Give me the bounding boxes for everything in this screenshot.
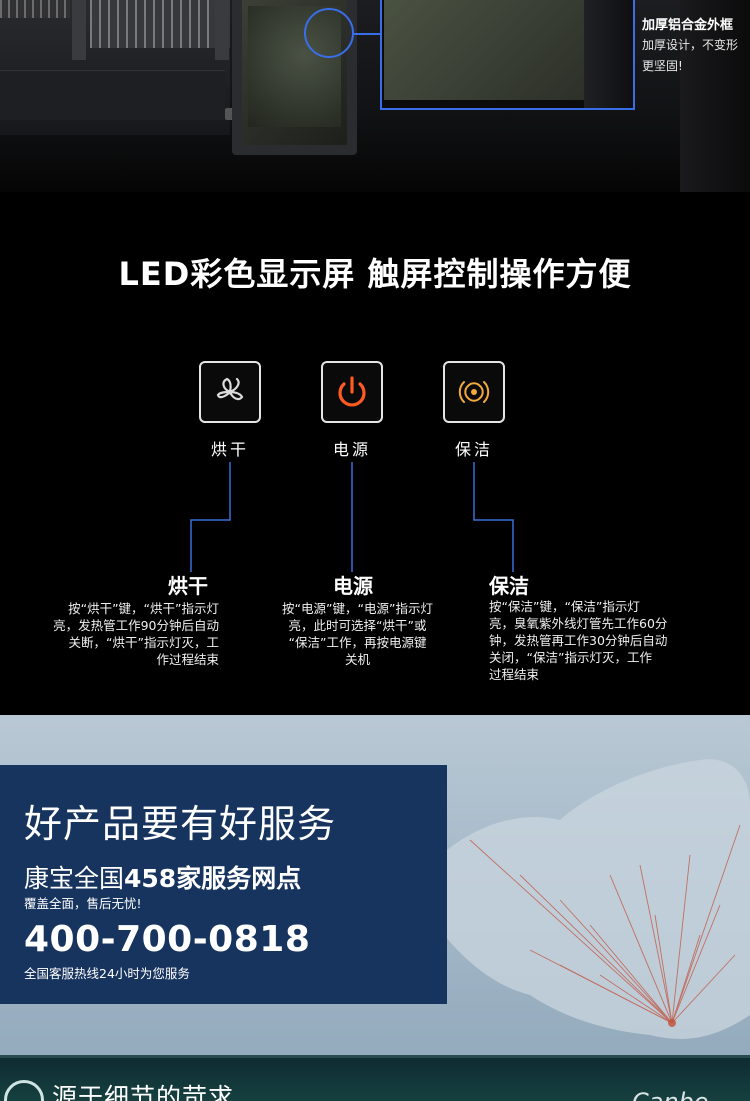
service-hotline-number[interactable]: 400-700-0818 bbox=[24, 919, 311, 960]
led-control-section: LED彩色显示屏 触屏控制操作方便 烘干 电源 bbox=[0, 192, 750, 715]
service-network-count: 458家服务网点 bbox=[124, 864, 302, 893]
detail-section-title: 源于细节的苛求 bbox=[52, 1083, 235, 1101]
right-frame-strip bbox=[680, 0, 750, 192]
dry-feature-desc: 按“烘干”键，“烘干”指示灯 亮，发热管工作90分钟后自动 关断，“烘干”指示灯… bbox=[14, 600, 219, 668]
brand-logo: Canbo bbox=[632, 1088, 709, 1101]
cabinet-base bbox=[0, 70, 225, 120]
connector-lines bbox=[190, 462, 514, 572]
service-section: 好产品要有好服务 康宝全国458家服务网点 覆盖全面，售后无忧! 400-700… bbox=[0, 715, 750, 1055]
detail-section-header: 源于细节的苛求 Canbo bbox=[0, 1055, 750, 1101]
power-feature-title: 电源 bbox=[333, 574, 373, 598]
desc-line: 按“保洁”键，“保洁”指示灯 bbox=[489, 599, 640, 614]
clean-feature-title: 保洁 bbox=[489, 574, 529, 598]
zoom-glass bbox=[384, 0, 584, 100]
frame-desc-line: 更坚固! bbox=[642, 59, 683, 73]
desc-line: 关闭，“保洁”指示灯灭，工作 bbox=[489, 650, 652, 665]
service-title: 好产品要有好服务 bbox=[24, 802, 337, 846]
ozone-icon bbox=[458, 381, 490, 403]
led-heading: LED彩色显示屏 触屏控制操作方便 bbox=[118, 255, 632, 293]
desc-line: 亮，发热管工作90分钟后自动 bbox=[53, 618, 219, 633]
cabinet-post bbox=[72, 0, 86, 60]
clean-button[interactable] bbox=[443, 361, 505, 423]
dry-button[interactable] bbox=[199, 361, 261, 423]
desc-line: 关断，“烘干”指示灯灭，工 bbox=[68, 635, 219, 650]
frame-feature-title: 加厚铝合金外框 bbox=[642, 18, 734, 33]
service-hotline-note: 全国客服热线24小时为您服务 bbox=[24, 966, 190, 981]
desc-line: 关机 bbox=[344, 652, 370, 667]
desc-line: 亮，臭氧紫外线灯管先工作60分 bbox=[489, 616, 668, 631]
desc-line: 亮，此时可选择“烘干”或 bbox=[288, 618, 427, 633]
cabinet-door bbox=[232, 0, 357, 155]
service-network-prefix: 康宝全国 bbox=[24, 864, 125, 893]
power-feature-desc: 按“电源”键，“电源”指示灯 亮，此时可选择“烘干”或 “保洁”工作，再按电源键… bbox=[255, 600, 460, 668]
desc-line: 钟，发热管再工作30分钟后自动 bbox=[489, 633, 668, 648]
detail-connector-line bbox=[354, 33, 384, 35]
power-button[interactable] bbox=[321, 361, 383, 423]
desc-line: 按“烘干”键，“烘干”指示灯 bbox=[68, 601, 219, 616]
desc-line: 按“电源”键，“电源”指示灯 bbox=[282, 601, 433, 616]
power-button-label: 电源 bbox=[332, 440, 371, 459]
cabinet-interior bbox=[0, 0, 230, 135]
circle-icon bbox=[4, 1080, 44, 1101]
fan-icon bbox=[216, 377, 244, 401]
cabinet-post bbox=[215, 0, 229, 60]
detail-highlight-circle bbox=[304, 8, 354, 58]
desc-line: 作过程结束 bbox=[156, 652, 219, 667]
clean-button-label: 保洁 bbox=[454, 440, 493, 459]
service-coverage-text: 覆盖全面，售后无忧! bbox=[24, 896, 142, 911]
dry-button-label: 烘干 bbox=[210, 440, 249, 459]
zoom-aluminium-frame bbox=[584, 0, 633, 108]
dish-rack-left bbox=[0, 0, 70, 18]
desc-line: 过程结束 bbox=[489, 667, 540, 682]
power-icon bbox=[338, 376, 366, 407]
frame-desc-line: 加厚设计，不变形 bbox=[642, 38, 739, 52]
detail-zoom-box bbox=[380, 0, 635, 110]
service-network-line: 康宝全国458家服务网点 bbox=[24, 859, 301, 895]
desc-line: “保洁”工作，再按电源键 bbox=[288, 635, 427, 650]
product-photo-section: 加厚铝合金外框 加厚设计，不变形 更坚固! bbox=[0, 0, 750, 192]
service-info-panel: 好产品要有好服务 康宝全国458家服务网点 覆盖全面，售后无忧! 400-700… bbox=[0, 765, 447, 1004]
clean-feature-desc: 按“保洁”键，“保洁”指示灯 亮，臭氧紫外线灯管先工作60分 钟，发热管再工作3… bbox=[489, 598, 699, 683]
china-service-map bbox=[425, 759, 750, 1039]
dish-rack bbox=[90, 0, 230, 48]
frame-feature-desc: 加厚设计，不变形 更坚固! bbox=[642, 35, 750, 77]
dry-feature-title: 烘干 bbox=[168, 574, 208, 598]
